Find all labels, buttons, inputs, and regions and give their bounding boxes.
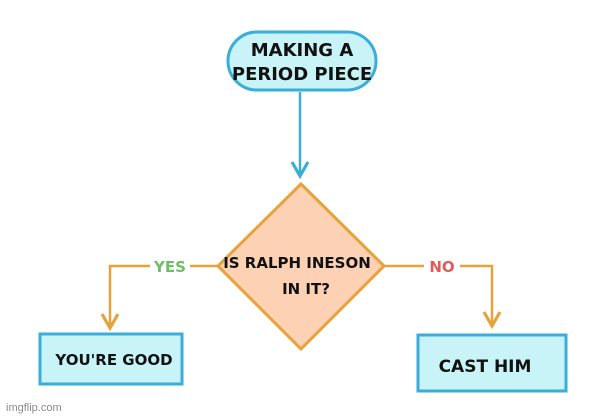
yes-outcome-text: YOU'RE GOOD: [54, 351, 172, 369]
no-outcome-shape: [416, 333, 568, 393]
yes-branch-label: YES: [153, 258, 186, 276]
start-node-shape: [226, 30, 378, 92]
yes-branch-arrow: [100, 264, 150, 332]
decision-node-line-1: IS RALPH INESON: [223, 254, 371, 272]
no-outcome-text: CAST HIM: [439, 357, 532, 377]
decision-node-line-2: IN IT?: [282, 280, 330, 298]
no-branch-arrow: [460, 264, 502, 330]
start-node-line-2: PERIOD PIECE: [232, 64, 372, 85]
decision-node-shape: [215, 181, 387, 352]
imgflip-watermark: imgflip.com: [6, 402, 62, 414]
no-branch-label: NO: [429, 258, 454, 276]
yes-outcome-shape: [38, 332, 184, 386]
start-node-line-1: MAKING A: [251, 40, 354, 61]
